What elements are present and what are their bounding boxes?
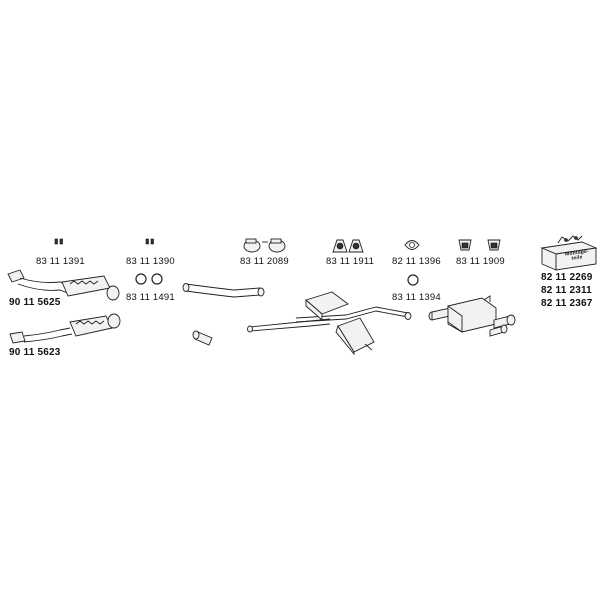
- flange-gasket-icon: [404, 240, 420, 250]
- part-number-label: 83 11 1394: [392, 292, 441, 303]
- part-number-label: 82 11 1396: [392, 256, 441, 267]
- part-number-label: 83 11 1491: [126, 292, 175, 303]
- part-number-label: 90 11 5625: [9, 297, 61, 308]
- part-number-label: 82 11 2367: [541, 298, 593, 309]
- sealing-ring-icon: [407, 274, 419, 286]
- part-number-label: 83 11 1911: [326, 256, 375, 267]
- hanger-bracket-icon: [458, 239, 501, 251]
- part-number-label: 90 11 5623: [9, 347, 61, 358]
- pipe-clamp-icon: [243, 238, 286, 253]
- part-number-label: 83 11 1391: [36, 256, 85, 267]
- rear-muffler-icon: [428, 295, 516, 337]
- connector-pipe-icon: [192, 330, 213, 346]
- part-number-label: 83 11 2089: [240, 256, 289, 267]
- catalytic-converter-lower-icon: [9, 313, 121, 344]
- center-muffler-pipe-icon: [247, 291, 412, 356]
- rubber-mount-icon: [332, 239, 364, 253]
- catalytic-converter-upper-icon: [7, 269, 120, 301]
- sealing-ring-icon: [135, 273, 163, 285]
- part-number-label: 82 11 2311: [541, 285, 592, 296]
- part-number-label: 82 11 2269: [541, 272, 593, 283]
- front-pipe-icon: [182, 283, 265, 298]
- part-number-label: 83 11 1909: [456, 256, 505, 267]
- part-number-label: 83 11 1390: [126, 256, 175, 267]
- mounting-kit-box-icon: [540, 235, 598, 271]
- small-clamp-icon: [145, 238, 154, 245]
- small-clamp-icon: [54, 238, 63, 245]
